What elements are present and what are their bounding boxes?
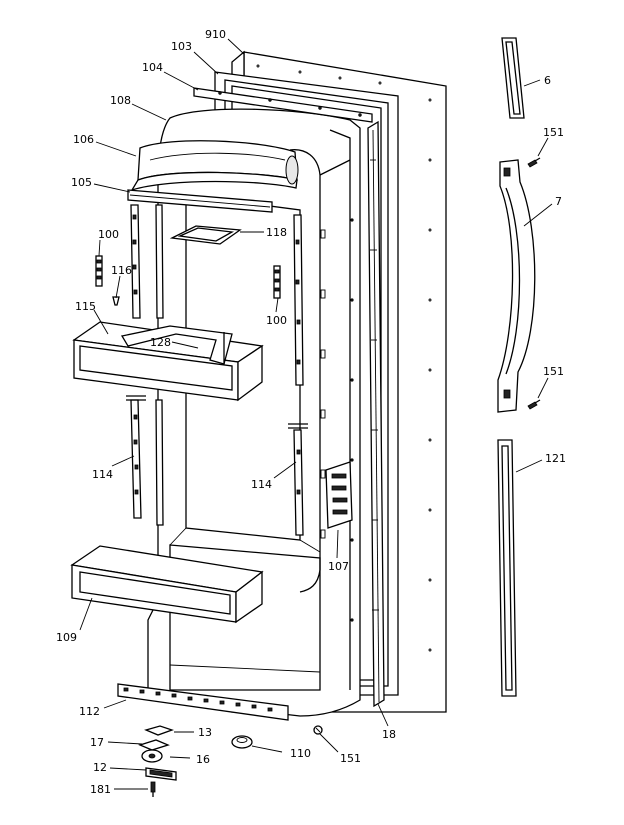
label-151-bottom: 151 — [340, 752, 361, 765]
label-181: 181 — [90, 783, 111, 796]
handle-bottom-trim — [497, 439, 517, 697]
label-108: 108 — [110, 94, 131, 107]
hinge-shim — [138, 739, 170, 751]
label-114-left: 114 — [92, 468, 113, 481]
label-7: 7 — [555, 195, 562, 208]
label-100-right: 100 — [266, 314, 287, 327]
label-13: 13 — [198, 726, 212, 739]
label-6: 6 — [544, 74, 551, 87]
label-106: 106 — [73, 133, 94, 146]
label-104: 104 — [142, 61, 163, 74]
hinge-side-bracket — [325, 461, 353, 529]
label-114-right: 114 — [251, 478, 272, 491]
hinge-plate — [144, 725, 174, 736]
upper-door-bin — [72, 321, 264, 402]
top-retainer-strip — [193, 87, 373, 123]
label-107: 107 — [328, 560, 349, 573]
bottom-screw — [313, 725, 323, 735]
label-105: 105 — [71, 176, 92, 189]
shelf-clip-left — [95, 255, 103, 287]
leader-lines — [79, 38, 553, 790]
label-16: 16 — [196, 753, 210, 766]
label-118: 118 — [266, 226, 287, 239]
dairy-compartment-door — [130, 140, 299, 192]
handle-top-trim — [501, 37, 525, 119]
label-12: 12 — [93, 761, 107, 774]
label-116: 116 — [111, 264, 132, 277]
shelf-stop-screw — [112, 296, 120, 306]
hinge-screw — [150, 781, 156, 797]
hinge-bushing — [141, 749, 163, 763]
handle-screw-top — [527, 157, 541, 168]
door-trim-strip — [367, 120, 385, 708]
lower-door-bin — [70, 545, 264, 624]
bottom-trim-strip — [117, 683, 289, 721]
label-128: 128 — [150, 336, 171, 349]
label-110: 110 — [290, 747, 311, 760]
part-labels: 910 103 104 108 106 105 118 100 116 100 … — [56, 28, 566, 796]
right-shelf-rail — [288, 214, 308, 536]
small-tray — [169, 225, 242, 245]
label-103: 103 — [171, 40, 192, 53]
label-112: 112 — [79, 705, 100, 718]
left-shelf-rail — [126, 204, 164, 526]
label-109: 109 — [56, 631, 77, 644]
shelf-clip-right — [273, 265, 281, 299]
label-151-middle: 151 — [543, 365, 564, 378]
door-stop — [231, 735, 253, 749]
label-115: 115 — [75, 300, 96, 313]
handle-screw-bottom — [527, 399, 541, 410]
label-910: 910 — [205, 28, 226, 41]
label-121: 121 — [545, 452, 566, 465]
label-18: 18 — [382, 728, 396, 741]
label-17: 17 — [90, 736, 104, 749]
label-151-top: 151 — [543, 126, 564, 139]
dairy-shelf-strip — [127, 189, 273, 213]
hinge-bracket — [145, 767, 177, 781]
door-handle — [497, 159, 536, 413]
label-100-left: 100 — [98, 228, 119, 241]
